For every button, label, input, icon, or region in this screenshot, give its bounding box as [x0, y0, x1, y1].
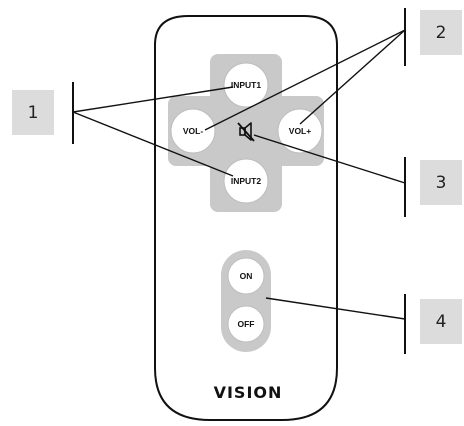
callout-2-bar: [404, 8, 406, 66]
callout-1-box: 1: [12, 90, 54, 135]
vol-minus-button[interactable]: [170, 108, 216, 154]
vol-minus-label: VOL-: [183, 126, 203, 136]
callout-1-number: 1: [27, 102, 39, 123]
callout-3-bar: [404, 157, 406, 217]
callout-1-bar: [72, 82, 74, 144]
input1-label: INPUT1: [231, 80, 262, 90]
leader-1-to-input2: [72, 111, 234, 177]
vol-plus-button[interactable]: [277, 108, 323, 154]
on-button[interactable]: [227, 257, 265, 295]
callout-2-box: 2: [420, 10, 462, 55]
input2-button[interactable]: [223, 158, 269, 204]
leader-4-to-power: [265, 297, 406, 320]
callout-3-box: 3: [420, 160, 462, 205]
mute-speaker-icon: [237, 122, 255, 142]
off-button[interactable]: [227, 305, 265, 343]
callout-4-box: 4: [420, 299, 462, 344]
leader-3-to-mute: [253, 134, 406, 184]
callout-2-number: 2: [435, 22, 447, 43]
brand-logo: VISION: [214, 383, 283, 402]
leader-2-to-vol-minus: [204, 29, 406, 131]
on-label: ON: [240, 271, 253, 281]
vol-plus-label: VOL+: [289, 126, 311, 136]
off-label: OFF: [238, 319, 255, 329]
callout-3-number: 3: [435, 172, 447, 193]
leader-lines: [72, 29, 406, 320]
mute-button[interactable]: [237, 122, 255, 142]
input1-button[interactable]: [223, 62, 269, 108]
callout-4-bar: [404, 294, 406, 354]
callout-4-number: 4: [435, 311, 447, 332]
leader-1-to-input1: [72, 86, 234, 113]
leader-2-to-vol-plus: [299, 29, 406, 125]
input2-label: INPUT2: [231, 176, 262, 186]
